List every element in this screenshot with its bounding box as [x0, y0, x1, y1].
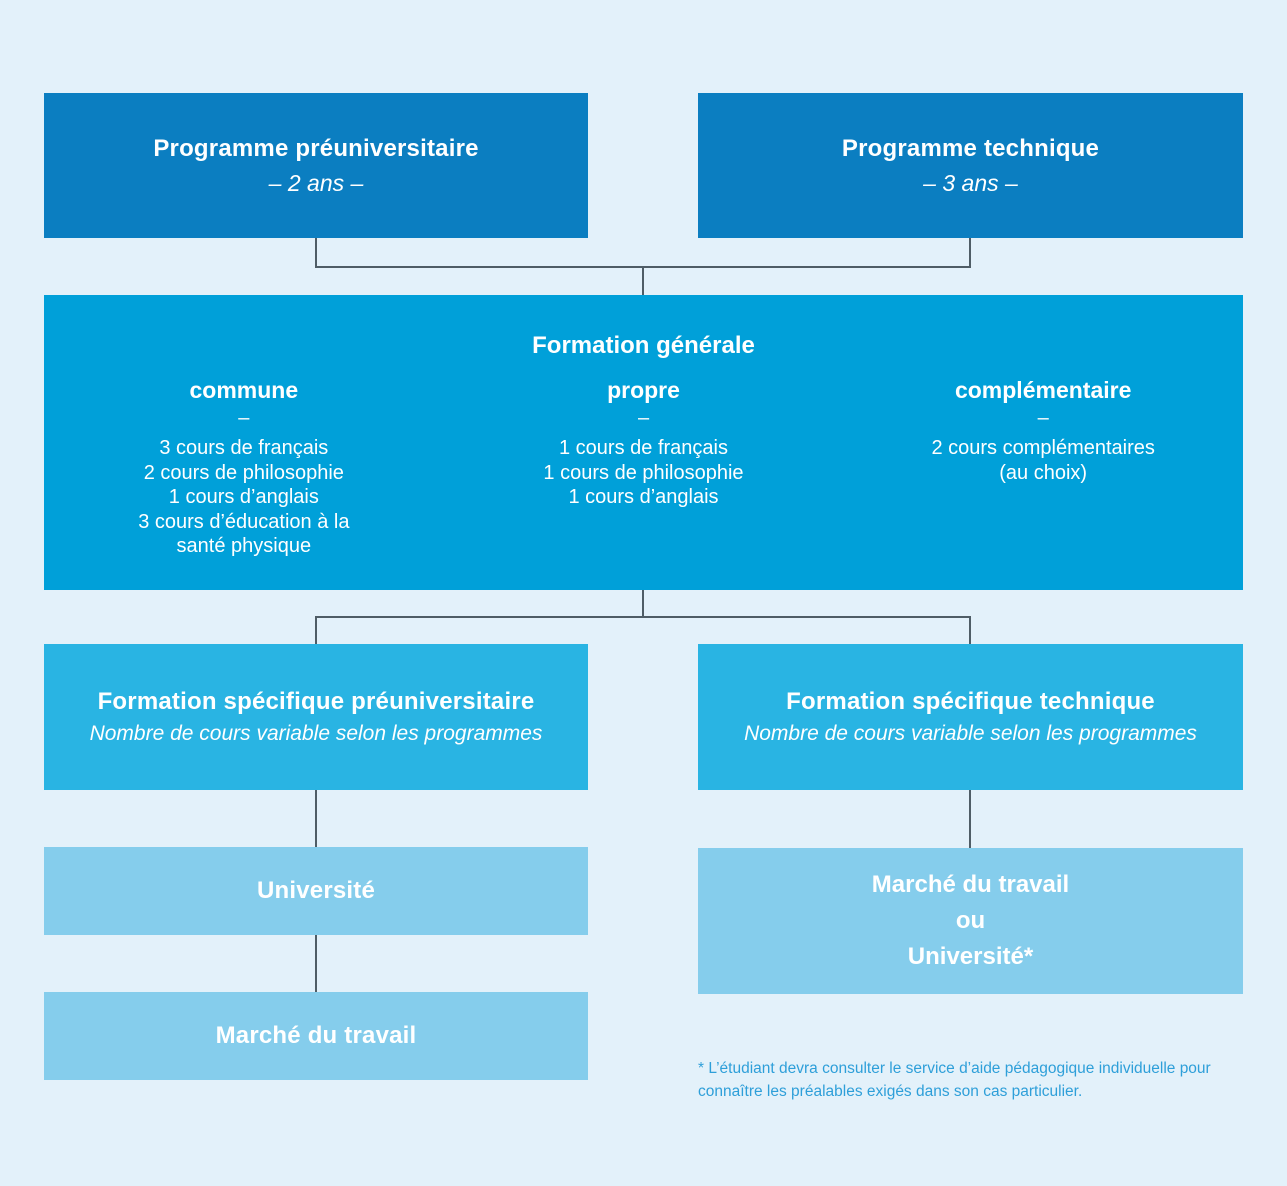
connector-line: [969, 238, 971, 268]
box-formation-specifique-preuniversitaire: Formation spécifique préuniversitaire No…: [44, 644, 588, 790]
course-item: 2 cours complémentaires: [931, 437, 1155, 459]
connector-line: [315, 935, 317, 992]
programme-preuniversitaire-duration: – 2 ans –: [268, 169, 364, 196]
column-complementaire: complémentaire – 2 cours complémentaires…: [843, 375, 1243, 559]
programme-preuniversitaire-title: Programme préuniversitaire: [153, 134, 479, 162]
column-propre: propre – 1 cours de français 1 cours de …: [444, 375, 844, 559]
course-item: 1 cours de philosophie: [543, 461, 744, 484]
connector-line: [969, 790, 971, 848]
column-complementaire-items: 2 cours complémentaires (au choix): [917, 436, 1169, 485]
marche-ou-universite-line3: Université*: [907, 943, 1034, 970]
connector-line: [315, 238, 317, 268]
programme-technique-duration: – 3 ans –: [923, 169, 1018, 196]
column-propre-items: 1 cours de français 1 cours de philosoph…: [518, 436, 770, 510]
formation-specifique-preuniversitaire-subtitle: Nombre de cours variable selon les progr…: [89, 722, 543, 745]
column-propre-header: propre: [607, 377, 680, 403]
column-propre-dash: –: [637, 407, 650, 429]
formation-generale-columns: commune – 3 cours de français 2 cours de…: [44, 375, 1243, 559]
box-programme-technique: Programme technique – 3 ans –: [698, 93, 1243, 238]
column-commune-header: commune: [189, 377, 299, 403]
box-formation-generale: Formation générale commune – 3 cours de …: [44, 295, 1243, 590]
course-item: 1 cours d’anglais: [168, 486, 319, 508]
box-marche-du-travail: Marché du travail: [44, 992, 588, 1080]
formation-specifique-technique-subtitle: Nombre de cours variable selon les progr…: [744, 722, 1197, 745]
programme-technique-title: Programme technique: [841, 134, 1100, 162]
column-commune-dash: –: [238, 407, 250, 429]
connector-line: [642, 266, 644, 295]
box-universite: Université: [44, 847, 588, 935]
connector-line: [969, 616, 971, 644]
marche-ou-universite-line1: Marché du travail: [871, 871, 1070, 898]
marche-ou-universite-line2: ou: [955, 907, 986, 934]
course-item: 2 cours de philosophie: [143, 461, 344, 484]
connector-line: [315, 616, 971, 618]
footnote: * L’étudiant devra consulter le service …: [698, 1059, 1211, 1100]
connector-line: [315, 790, 317, 847]
connector-line: [642, 590, 644, 618]
connector-line: [315, 616, 317, 644]
column-complementaire-dash: –: [1037, 407, 1049, 429]
column-commune-items: 3 cours de français 2 cours de philosoph…: [118, 436, 370, 559]
course-item: 3 cours de français: [159, 437, 329, 459]
course-item: 1 cours d’anglais: [568, 486, 719, 508]
universite-label: Université: [256, 877, 376, 904]
box-programme-preuniversitaire: Programme préuniversitaire – 2 ans –: [44, 93, 588, 238]
column-complementaire-header: complémentaire: [954, 377, 1132, 403]
box-marche-ou-universite: Marché du travail ou Université*: [698, 848, 1243, 994]
formation-generale-title: Formation générale: [532, 332, 755, 359]
course-item: (au choix): [999, 461, 1088, 484]
course-item: 3 cours d’éducation à la santé physique: [138, 510, 350, 558]
marche-du-travail-label: Marché du travail: [215, 1022, 417, 1049]
formation-specifique-technique-title: Formation spécifique technique: [786, 688, 1155, 715]
formation-specifique-preuniversitaire-title: Formation spécifique préuniversitaire: [97, 688, 535, 715]
column-commune: commune – 3 cours de français 2 cours de…: [44, 375, 444, 559]
course-item: 1 cours de français: [559, 437, 728, 459]
box-formation-specifique-technique: Formation spécifique technique Nombre de…: [698, 644, 1243, 790]
